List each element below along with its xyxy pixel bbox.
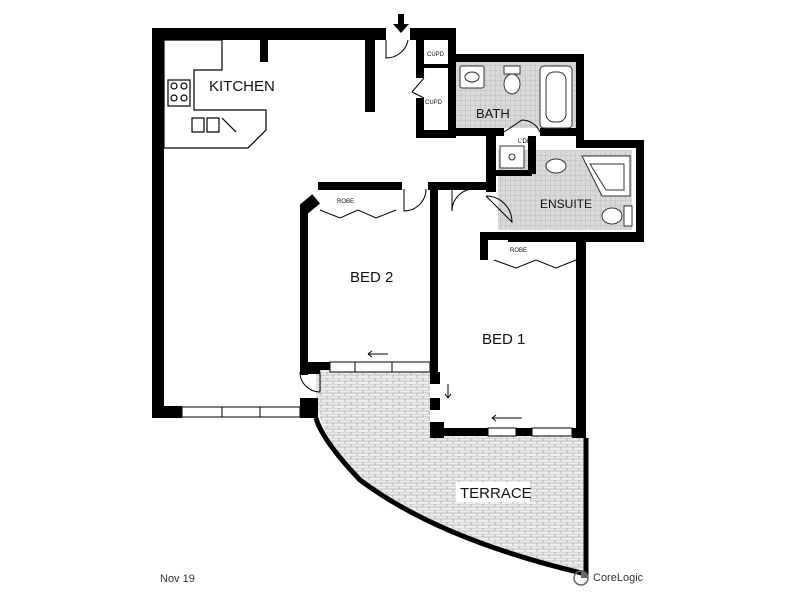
cupboard-lower-label: CUPD: [425, 100, 443, 106]
cupboard-top-label: CUPD: [427, 52, 445, 58]
bath-fixtures: [459, 65, 633, 227]
brand-logo: CoreLogic: [573, 568, 643, 588]
bath-label: BATH: [476, 106, 510, 121]
kitchen-label: KITCHEN: [209, 78, 275, 95]
laundry-label: L'DRY: [518, 139, 535, 145]
entry-arrow-icon: [393, 14, 409, 33]
terrace-outline: [313, 417, 589, 578]
robe-bed1-label: ROBE: [510, 248, 527, 254]
windows: [181, 361, 573, 437]
terrace-label: TERRACE: [460, 485, 532, 502]
ensuite-label: ENSUITE: [540, 197, 592, 211]
kitchen-benches: [163, 39, 267, 149]
brand-name: CoreLogic: [593, 572, 644, 584]
bed1-label: BED 1: [482, 331, 525, 348]
robe-bed2-label: ROBE: [337, 199, 354, 205]
doors: [299, 39, 577, 422]
plan-date: Nov 19: [160, 573, 195, 585]
corelogic-logo-icon: [573, 570, 589, 586]
bed2-label: BED 2: [350, 269, 393, 286]
terrace-label-bg: [456, 482, 530, 502]
walls: [152, 28, 644, 438]
terrace-paving: [316, 368, 586, 574]
